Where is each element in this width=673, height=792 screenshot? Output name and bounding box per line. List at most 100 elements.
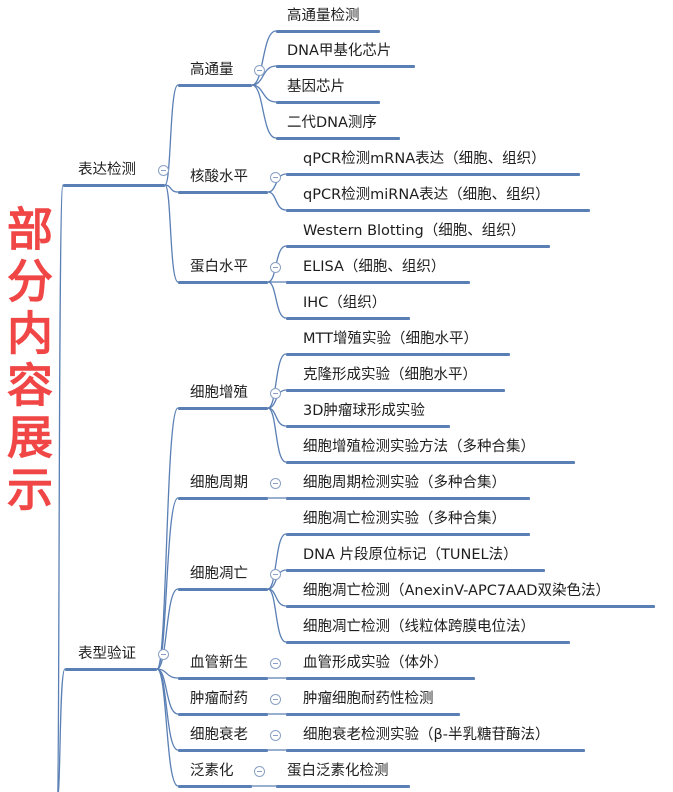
topic-1-6-label[interactable]: 泛素化 xyxy=(190,763,234,779)
leaf-1-0-3-underline xyxy=(286,461,575,464)
leaf-1-5-0-label[interactable]: 细胞衰老检测实验（β-半乳糖苷酶法） xyxy=(303,727,550,743)
leaf-0-0-3-label[interactable]: 二代DNA测序 xyxy=(287,115,377,131)
leaf-1-0-0-underline xyxy=(286,353,510,356)
root-connector xyxy=(56,184,64,792)
collapse-icon[interactable] xyxy=(254,766,265,777)
collapse-icon[interactable] xyxy=(270,388,281,399)
leaf-1-2-2-underline xyxy=(286,605,655,608)
leaf-1-0-3-label[interactable]: 细胞增殖检测实验方法（多种合集） xyxy=(303,439,535,455)
leaf-1-0-1-label[interactable]: 克隆形成实验（细胞水平） xyxy=(303,367,477,383)
leaf-1-0-2-underline xyxy=(286,425,450,428)
leaf-0-1-1-label[interactable]: qPCR检测miRNA表达（细胞、组织） xyxy=(303,187,550,203)
leaf-1-2-3-label[interactable]: 细胞凋亡检测（线粒体跨膜电位法） xyxy=(303,619,535,635)
branch-1-underline xyxy=(65,668,157,671)
leaf-0-2-2-label[interactable]: IHC（组织） xyxy=(303,295,387,311)
collapse-icon[interactable] xyxy=(254,65,265,76)
leaf-0-2-1-label[interactable]: ELISA（细胞、组织） xyxy=(303,259,446,275)
leaf-connector xyxy=(267,389,287,409)
leaf-1-4-0-underline xyxy=(286,713,460,716)
leaf-1-1-0-label[interactable]: 细胞周期检测实验（多种合集） xyxy=(303,475,506,491)
leaf-1-3-0-underline xyxy=(286,677,475,680)
topic-1-5-underline xyxy=(178,749,268,752)
topic-0-1-underline xyxy=(178,191,268,194)
leaf-1-2-2-label[interactable]: 细胞凋亡检测（AnexinV-APC7AAD双染色法） xyxy=(303,583,610,599)
topic-1-2-label[interactable]: 细胞凋亡 xyxy=(190,566,248,582)
topic-1-1-label[interactable]: 细胞周期 xyxy=(190,475,248,491)
collapse-icon[interactable] xyxy=(270,658,281,669)
leaf-connector xyxy=(267,533,287,590)
branch-0-underline xyxy=(63,184,165,187)
leaf-connector xyxy=(267,407,287,463)
leaf-connector xyxy=(251,30,277,86)
topic-1-4-label[interactable]: 肿瘤耐药 xyxy=(190,691,248,707)
leaf-connector xyxy=(267,588,287,643)
leaf-0-2-1-underline xyxy=(286,281,470,284)
collapse-icon[interactable] xyxy=(270,172,281,183)
collapse-icon[interactable] xyxy=(158,649,169,660)
collapse-icon[interactable] xyxy=(270,730,281,741)
branch-0-label[interactable]: 表达检测 xyxy=(78,162,136,178)
topic-1-4-underline xyxy=(178,713,268,716)
leaf-1-2-0-label[interactable]: 细胞凋亡检测实验（多种合集） xyxy=(303,511,506,527)
leaf-0-1-1-underline xyxy=(286,209,590,212)
leaf-0-2-0-underline xyxy=(286,245,550,248)
topic-0-1-label[interactable]: 核酸水平 xyxy=(190,169,248,185)
topic-0-0-label[interactable]: 高通量 xyxy=(190,62,234,78)
leaf-connector xyxy=(267,281,287,319)
leaf-0-1-0-label[interactable]: qPCR检测mRNA表达（细胞、组织） xyxy=(303,151,546,167)
collapse-icon[interactable] xyxy=(270,262,281,273)
leaf-connector xyxy=(267,191,287,211)
leaf-connector xyxy=(267,353,287,409)
topic-1-1-underline xyxy=(178,497,268,500)
branch-connector xyxy=(156,407,179,670)
leaf-1-6-0-label[interactable]: 蛋白泛素化检测 xyxy=(287,763,389,779)
branch-1-label[interactable]: 表型验证 xyxy=(78,646,136,662)
branch-connector xyxy=(156,588,179,670)
topic-1-0-underline xyxy=(178,407,268,410)
leaf-connector xyxy=(251,84,277,139)
leaf-0-1-0-underline xyxy=(286,173,580,176)
leaf-0-0-1-underline xyxy=(276,65,415,68)
leaf-connector xyxy=(267,173,287,193)
leaf-connector xyxy=(251,65,277,86)
leaf-1-0-2-label[interactable]: 3D肿瘤球形成实验 xyxy=(303,403,425,419)
topic-1-6-underline xyxy=(178,785,252,788)
collapse-icon[interactable] xyxy=(270,694,281,705)
collapse-icon[interactable] xyxy=(270,569,281,580)
leaf-1-6-0-underline xyxy=(276,785,410,788)
topic-0-2-underline xyxy=(178,281,268,284)
root-connector xyxy=(57,668,66,792)
leaf-1-1-0-underline xyxy=(286,497,530,500)
topic-0-2-label[interactable]: 蛋白水平 xyxy=(190,259,248,275)
leaf-1-3-0-label[interactable]: 血管形成实验（体外） xyxy=(303,655,448,671)
leaf-1-2-1-underline xyxy=(286,569,545,572)
branch-connector xyxy=(156,668,179,715)
leaf-0-0-0-label[interactable]: 高通量检测 xyxy=(287,8,360,24)
leaf-1-2-3-underline xyxy=(286,641,570,644)
collapse-icon[interactable] xyxy=(270,478,281,489)
branch-connector xyxy=(164,84,179,186)
leaf-1-0-1-underline xyxy=(286,389,505,392)
leaf-0-2-0-label[interactable]: Western Blotting（细胞、组织） xyxy=(303,223,526,239)
topic-1-2-underline xyxy=(178,588,268,591)
leaf-1-5-0-underline xyxy=(286,749,585,752)
leaf-0-2-2-underline xyxy=(286,317,410,320)
branch-connector xyxy=(164,184,179,283)
leaf-0-0-3-underline xyxy=(276,137,400,140)
leaf-0-0-1-label[interactable]: DNA甲基化芯片 xyxy=(287,43,392,59)
topic-1-0-label[interactable]: 细胞增殖 xyxy=(190,385,248,401)
leaf-1-2-0-underline xyxy=(286,533,530,536)
topic-1-3-underline xyxy=(178,677,268,680)
branch-connector xyxy=(156,668,179,787)
topic-1-5-label[interactable]: 细胞衰老 xyxy=(190,727,248,743)
leaf-1-2-1-label[interactable]: DNA 片段原位标记（TUNEL法） xyxy=(303,547,518,563)
leaf-1-0-0-label[interactable]: MTT增殖实验（细胞水平） xyxy=(303,331,478,347)
leaf-0-0-2-underline xyxy=(276,101,380,104)
leaf-0-0-0-underline xyxy=(276,30,380,33)
leaf-0-0-2-label[interactable]: 基因芯片 xyxy=(287,79,345,95)
topic-1-3-label[interactable]: 血管新生 xyxy=(190,655,248,671)
leaf-1-4-0-label[interactable]: 肿瘤细胞耐药性检测 xyxy=(303,691,434,707)
branch-connector xyxy=(156,497,179,670)
collapse-icon[interactable] xyxy=(158,165,169,176)
